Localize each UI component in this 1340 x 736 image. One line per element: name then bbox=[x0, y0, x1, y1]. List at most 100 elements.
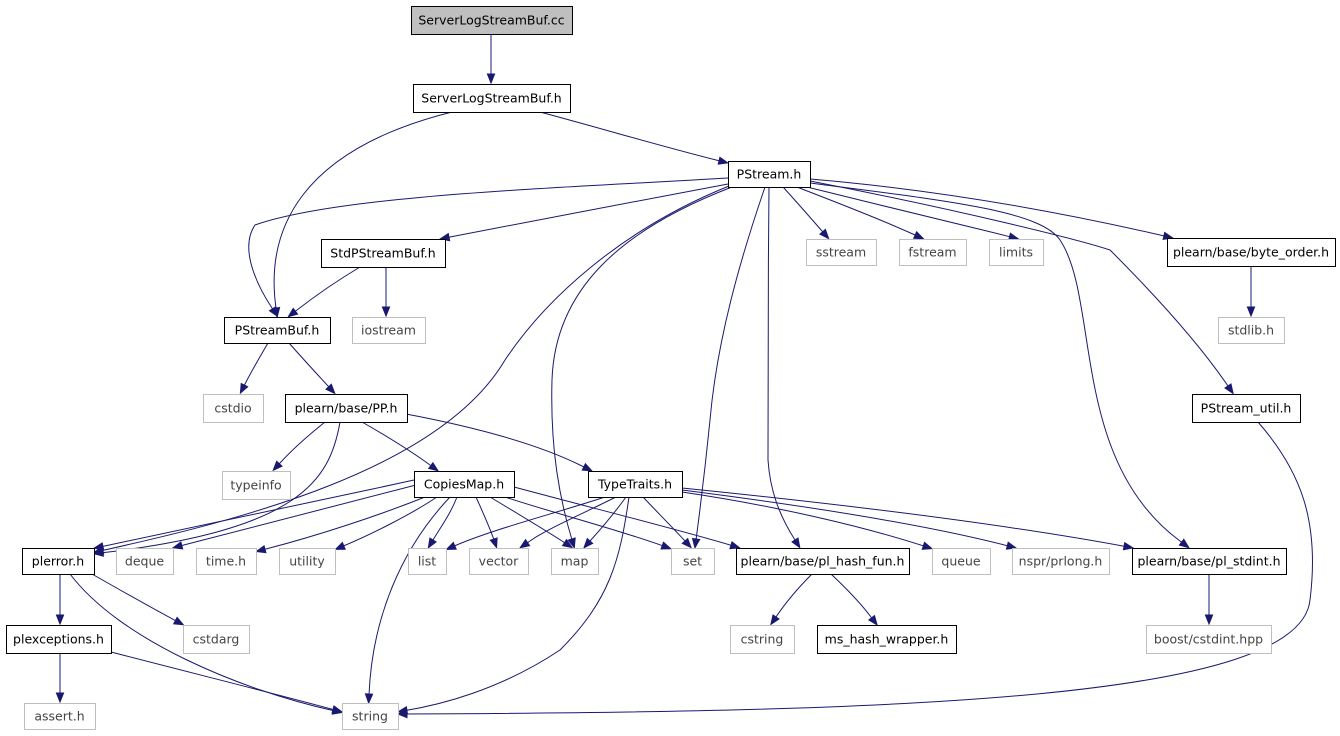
node-box bbox=[196, 548, 257, 575]
node-label: plearn/base/pl_hash_fun.h bbox=[741, 554, 905, 569]
node-stdlib: stdlib.h bbox=[1218, 317, 1285, 344]
node-box bbox=[551, 548, 599, 575]
edge-line bbox=[288, 342, 329, 387]
edge-line bbox=[99, 185, 730, 552]
node-cstdarg: cstdarg bbox=[183, 625, 250, 654]
edge-line bbox=[504, 496, 667, 548]
edge-pl_stdint-to-boost_cstdint bbox=[1204, 574, 1214, 626]
node-copiesmap[interactable]: CopiesMap.h bbox=[414, 471, 515, 498]
arrowhead bbox=[489, 537, 498, 549]
arrowhead bbox=[92, 548, 104, 557]
node-label: map bbox=[561, 554, 589, 569]
edge-line-tail bbox=[561, 540, 565, 544]
edge-line bbox=[69, 573, 336, 712]
edge-line bbox=[451, 496, 606, 548]
node-plexceptions[interactable]: plexceptions.h bbox=[6, 625, 112, 654]
arrowhead bbox=[427, 461, 440, 472]
node-box bbox=[24, 703, 96, 730]
edge-line bbox=[402, 496, 630, 712]
edge-line bbox=[539, 111, 721, 162]
node-cstdio: cstdio bbox=[203, 394, 264, 423]
node-label: TypeTraits.h bbox=[597, 477, 672, 492]
node-vector: vector bbox=[469, 548, 529, 575]
edge-line bbox=[681, 487, 1129, 548]
arrowhead bbox=[1122, 541, 1135, 551]
edge-line bbox=[529, 496, 617, 542]
node-label: StdPStreamBuf.h bbox=[330, 246, 435, 261]
node-box bbox=[899, 239, 967, 266]
node-pstream-h[interactable]: PStream.h bbox=[728, 161, 811, 188]
edge-plerror-to-plexceptions bbox=[55, 574, 65, 626]
node-pp-h[interactable]: plearn/base/PP.h bbox=[285, 394, 408, 423]
edge-line-tail bbox=[429, 464, 432, 467]
edge-typetraits-to-string bbox=[396, 496, 630, 715]
node-box bbox=[588, 471, 683, 498]
node-label: iostream bbox=[361, 323, 416, 338]
node-box bbox=[342, 703, 399, 730]
node-label: cstdarg bbox=[193, 632, 240, 647]
node-box bbox=[1218, 317, 1285, 344]
edge-line-tail bbox=[175, 545, 182, 548]
node-slsb-cc[interactable]: ServerLogStreamBuf.cc bbox=[411, 6, 573, 35]
edge-line-tail bbox=[451, 545, 455, 548]
node-box bbox=[285, 394, 408, 423]
node-pstream-util[interactable]: PStream_util.h bbox=[1192, 394, 1301, 423]
node-pl-hash-fun[interactable]: plearn/base/pl_hash_fun.h bbox=[736, 548, 910, 575]
node-label: stdlib.h bbox=[1228, 323, 1274, 338]
node-pl-stdint[interactable]: plearn/base/pl_stdint.h bbox=[1132, 548, 1287, 575]
edge-line-tail bbox=[340, 545, 344, 548]
edge-line-tail bbox=[821, 230, 824, 233]
node-stdpsb-h[interactable]: StdPStreamBuf.h bbox=[321, 239, 446, 268]
arrowhead bbox=[331, 705, 344, 714]
node-byte-order[interactable]: plearn/base/byte_order.h bbox=[1167, 238, 1336, 267]
arrowhead bbox=[268, 306, 279, 318]
edge-copiesmap-to-pl_hash_fun bbox=[513, 486, 741, 550]
edge-copiesmap-to-plerror bbox=[92, 479, 415, 551]
node-box bbox=[352, 317, 426, 344]
edge-line-tail bbox=[923, 545, 931, 549]
edge-line bbox=[99, 421, 341, 554]
edge-typetraits-to-vector bbox=[518, 496, 617, 549]
edge-line bbox=[432, 496, 458, 541]
edge-line bbox=[175, 484, 417, 548]
edge-line-tail bbox=[1159, 234, 1165, 237]
node-box bbox=[730, 625, 795, 654]
node-plerror[interactable]: plerror.h bbox=[22, 548, 95, 575]
edge-line bbox=[767, 186, 796, 541]
arrowhead bbox=[427, 537, 437, 549]
edge-line bbox=[99, 479, 415, 548]
edge-pl_hash_fun-to-ms_hash bbox=[830, 573, 878, 626]
node-label: CopiesMap.h bbox=[424, 477, 504, 492]
node-time-h: time.h bbox=[196, 548, 257, 575]
node-box bbox=[224, 317, 331, 344]
nodes-layer: ServerLogStreamBuf.ccServerLogStreamBuf.… bbox=[6, 6, 1336, 730]
arrowhead bbox=[364, 693, 374, 705]
node-label: typeinfo bbox=[230, 478, 281, 493]
node-typetraits[interactable]: TypeTraits.h bbox=[588, 471, 683, 498]
edge-copiesmap-to-time_h bbox=[254, 496, 426, 554]
edge-line bbox=[405, 413, 583, 467]
node-slsb-h[interactable]: ServerLogStreamBuf.h bbox=[413, 84, 571, 113]
arrowhead bbox=[867, 614, 878, 626]
edge-line bbox=[809, 180, 1229, 387]
node-box bbox=[411, 6, 573, 35]
node-box bbox=[22, 548, 95, 575]
node-label: cstring bbox=[741, 632, 784, 647]
node-label: PStreamBuf.h bbox=[235, 323, 320, 338]
node-label: vector bbox=[479, 554, 520, 569]
edge-typetraits-to-map bbox=[583, 496, 627, 549]
node-psb-h[interactable]: PStreamBuf.h bbox=[224, 317, 331, 344]
edge-pl_hash_fun-to-cstring bbox=[770, 573, 813, 626]
edge-pstream_util-to-string bbox=[396, 421, 1313, 719]
node-label: assert.h bbox=[34, 709, 84, 724]
edge-psb_h-to-cstdio bbox=[239, 342, 269, 395]
edge-line bbox=[489, 496, 563, 542]
edge-line bbox=[809, 178, 1161, 236]
node-label: plexceptions.h bbox=[13, 632, 104, 647]
node-box bbox=[671, 548, 715, 575]
edge-line bbox=[796, 186, 907, 232]
edge-pp_h-to-copiesmap bbox=[361, 421, 440, 472]
node-ms-hash[interactable]: ms_hash_wrapper.h bbox=[817, 625, 957, 654]
edge-line bbox=[681, 489, 1017, 549]
edge-typetraits-to-list bbox=[445, 496, 606, 550]
